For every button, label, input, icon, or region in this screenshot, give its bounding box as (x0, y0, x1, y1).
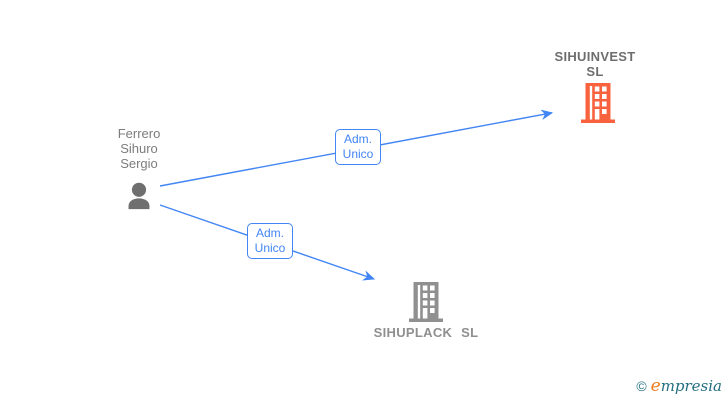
person-node[interactable] (122, 179, 156, 215)
person-name-line: Sihuro (120, 141, 158, 156)
brand-name: empresia (650, 376, 722, 396)
person-name-line: Sergio (120, 156, 158, 171)
edge-label-line: Adm. (343, 132, 372, 146)
person-node-label: Ferrero Sihuro Sergio (94, 126, 184, 171)
building-icon (409, 282, 443, 322)
person-name-line: Ferrero (117, 126, 161, 141)
edge-label-adm-unico-2: Adm. Unico (247, 223, 293, 259)
brand-initial: e (650, 376, 661, 396)
edge-label-line: Adm. (255, 226, 284, 240)
copyright-symbol: © (636, 378, 647, 394)
edge-label-adm-unico-1: Adm. Unico (335, 129, 381, 165)
person-icon (128, 182, 150, 210)
company-name-line: SIHUINVEST (554, 49, 636, 64)
company-sihuinvest-label: SIHUINVEST SL (535, 49, 655, 79)
watermark-logo[interactable]: © empresia (636, 376, 722, 396)
brand-rest: mpresia (660, 377, 722, 395)
company-sihuplack-label: SIHUPLACK SL (373, 325, 479, 340)
company-sihuinvest-node[interactable] (581, 83, 615, 123)
company-name-line: SL (586, 64, 604, 79)
edge-label-line: Unico (342, 147, 374, 161)
edge-label-line: Unico (254, 241, 286, 255)
building-icon (581, 83, 615, 123)
company-sihuplack-node[interactable] (409, 282, 443, 322)
